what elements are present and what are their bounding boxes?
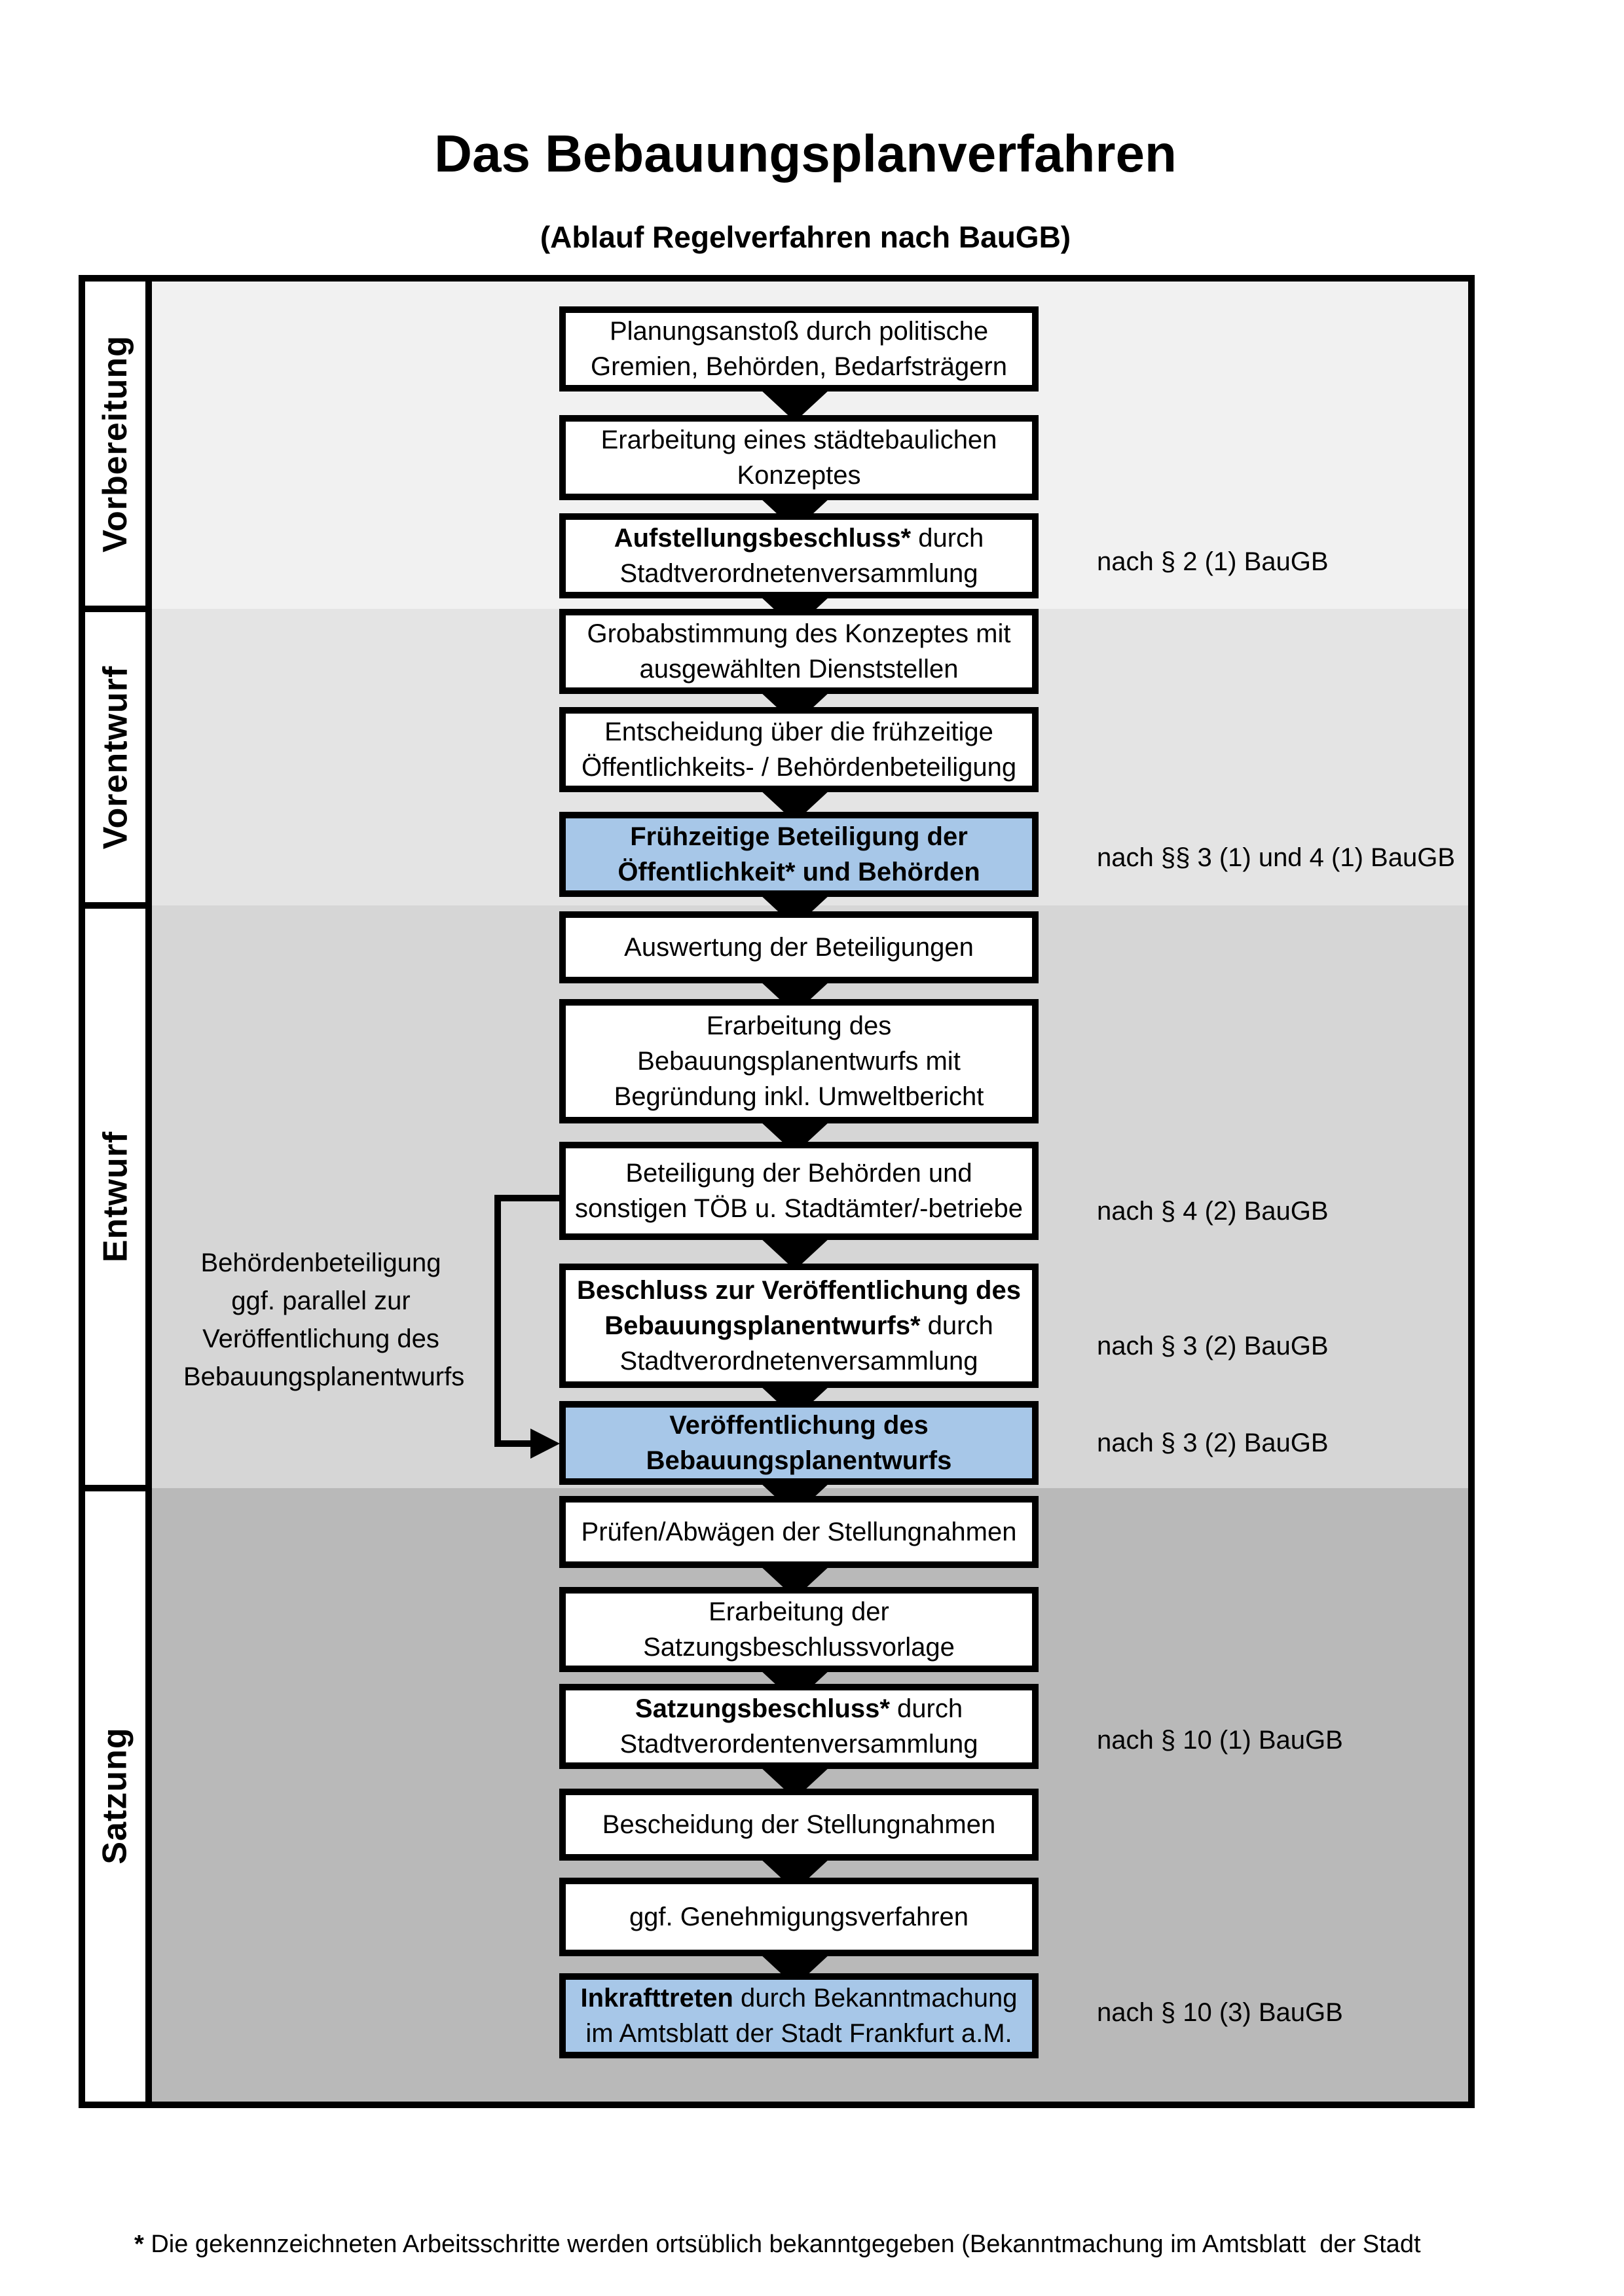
legal-note: nach § 10 (3) BauGB	[1097, 1998, 1343, 2027]
legal-note: nach § 4 (2) BauGB	[1097, 1197, 1329, 1226]
section-label-vorbereitung: Vorbereitung	[96, 335, 134, 553]
step-grobabstimmung: Grobabstimmung des Konzeptes mit ausgewä…	[559, 609, 1039, 694]
step-erarbeitung-entwurf: Erarbeitung des Bebauungsplanentwurfs mi…	[559, 999, 1039, 1123]
section-separator	[85, 1485, 152, 1491]
step-satzungsbeschluss: Satzungsbeschluss* durch Stadtverordente…	[559, 1684, 1039, 1769]
step-beteiligung-behoerden: Beteiligung der Behörden und sonstigen T…	[559, 1142, 1039, 1240]
step-satzungsbeschlussvorlage: Erarbeitung der Satzungsbeschlussvorlage	[559, 1587, 1039, 1672]
section-separator	[85, 606, 152, 612]
connector-line	[494, 1195, 501, 1447]
connector-line	[494, 1195, 560, 1201]
page-title: Das Bebauungsplanverfahren	[434, 124, 1177, 183]
legal-note: nach § 3 (2) BauGB	[1097, 1332, 1329, 1360]
section-label-satzung: Satzung	[96, 1727, 134, 1865]
section-label-vorentwurf: Vorentwurf	[96, 665, 134, 849]
step-pruefen-abwaegen: Prüfen/Abwägen der Stellungnahmen	[559, 1496, 1039, 1568]
section-separator	[85, 902, 152, 909]
step-aufstellungsbeschluss: Aufstellungsbeschluss* durch Stadtverord…	[559, 513, 1039, 598]
step-auswertung: Auswertung der Beteiligungen	[559, 911, 1039, 983]
step-veroeffentlichung-entwurf: Veröffentlichung des Bebauungsplanentwur…	[559, 1401, 1039, 1485]
step-bescheidung: Bescheidung der Stellungnahmen	[559, 1789, 1039, 1861]
section-label-entwurf: Entwurf	[96, 1131, 134, 1263]
legal-note: nach § 3 (2) BauGB	[1097, 1429, 1329, 1457]
step-inkrafttreten: Inkrafttreten durch Bekanntmachung im Am…	[559, 1973, 1039, 2058]
page-subtitle: (Ablauf Regelverfahren nach BauGB)	[540, 220, 1071, 254]
legal-note: nach § 10 (1) BauGB	[1097, 1726, 1343, 1755]
legal-note: nach §§ 3 (1) und 4 (1) BauGB	[1097, 843, 1455, 872]
label-column-divider	[145, 282, 152, 2102]
footnote: * Die gekennzeichneten Arbeitsschritte w…	[134, 2231, 1421, 2258]
side-note: Behördenbeteiligung ggf. parallel zur Ve…	[183, 1248, 465, 1391]
arrow-right-icon	[530, 1429, 560, 1459]
step-planungsanstoss: Planungsanstoß durch politische Gremien,…	[559, 306, 1039, 392]
step-fruehzeitige-beteiligung: Frühzeitige Beteiligung der Öffentlichke…	[559, 812, 1039, 897]
step-entscheidung-beteiligung: Entscheidung über die frühzeitige Öffent…	[559, 707, 1039, 792]
step-beschluss-veroeffentlichung: Beschluss zur Veröffentlichung des Bebau…	[559, 1264, 1039, 1388]
step-genehmigungsverfahren: ggf. Genehmigungsverfahren	[559, 1878, 1039, 1956]
step-staedtebauliches-konzept: Erarbeitung eines städtebaulichen Konzep…	[559, 415, 1039, 500]
legal-note: nach § 2 (1) BauGB	[1097, 547, 1329, 576]
connector-line	[494, 1440, 534, 1447]
